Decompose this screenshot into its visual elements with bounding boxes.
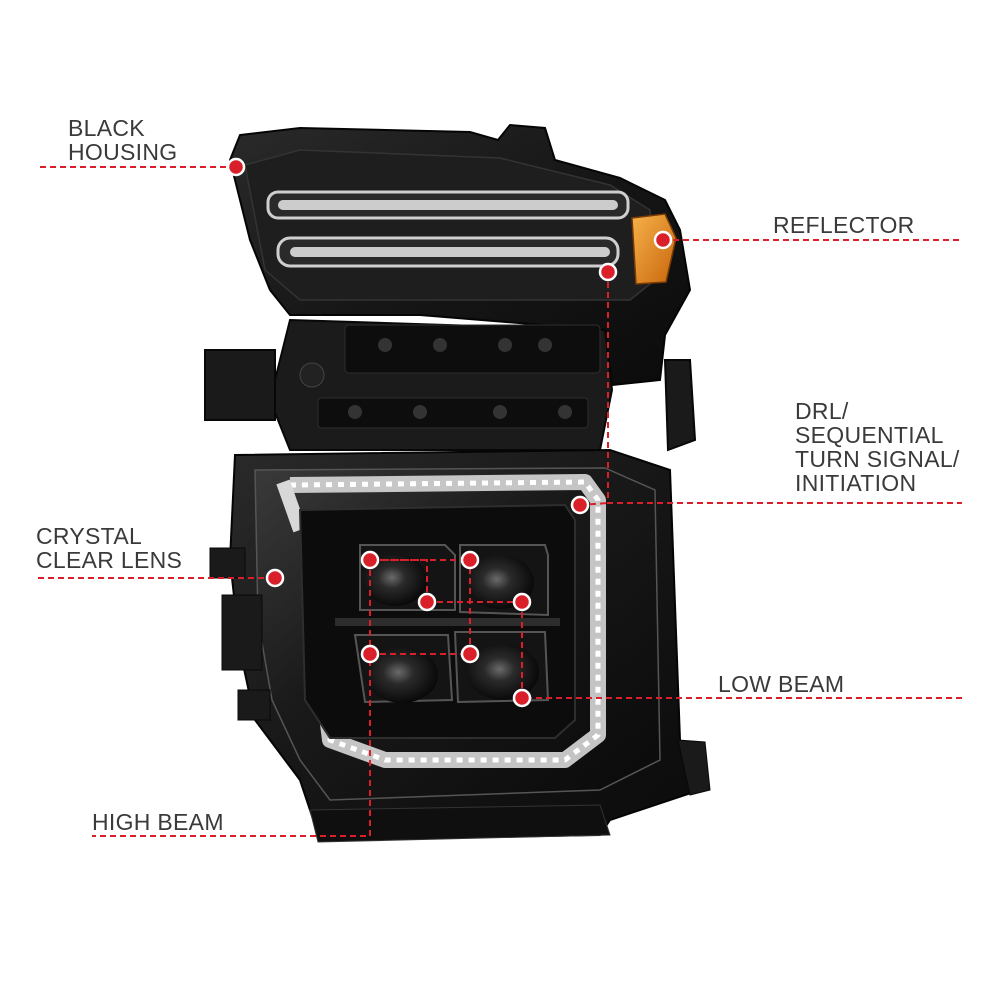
red-dot-icon bbox=[360, 644, 380, 664]
label-line: HOUSING bbox=[68, 139, 178, 165]
red-dot-icon bbox=[570, 495, 590, 515]
red-dot-icon bbox=[460, 550, 480, 570]
red-dot-icon bbox=[417, 592, 437, 612]
mounting-bracket bbox=[204, 318, 697, 452]
red-dot-icon bbox=[512, 688, 532, 708]
label-line: REFLECTOR bbox=[773, 212, 915, 238]
projector-cluster bbox=[298, 503, 576, 739]
label-line: TURN SIGNAL/ bbox=[795, 446, 960, 472]
label-line: INITIATION bbox=[795, 470, 917, 496]
red-dot-icon bbox=[460, 644, 480, 664]
red-dot-icon bbox=[265, 568, 285, 588]
red-dot-icon bbox=[598, 262, 618, 282]
label-line: HIGH BEAM bbox=[92, 809, 224, 835]
leader-drl bbox=[607, 272, 962, 504]
label-line: BLACK bbox=[68, 115, 145, 141]
label-line: DRL/ bbox=[795, 398, 849, 424]
label-reflector: REFLECTOR bbox=[773, 213, 915, 237]
label-high-beam: HIGH BEAM bbox=[92, 810, 224, 834]
label-line: CLEAR LENS bbox=[36, 547, 183, 573]
red-dot-icon bbox=[226, 157, 246, 177]
red-dot-icon bbox=[360, 550, 380, 570]
label-low-beam: LOW BEAM bbox=[718, 672, 844, 696]
label-line: LOW BEAM bbox=[718, 671, 845, 697]
upper-housing bbox=[228, 123, 692, 387]
drl-light-bar bbox=[276, 474, 606, 768]
red-dot-icon bbox=[512, 592, 532, 612]
label-black-housing: BLACK HOUSING bbox=[68, 116, 177, 164]
label-line: SEQUENTIAL bbox=[795, 422, 944, 448]
label-drl: DRL/ SEQUENTIAL TURN SIGNAL/ INITIATION bbox=[795, 399, 960, 495]
label-line: CRYSTAL bbox=[36, 523, 143, 549]
leader-low-beam-v bbox=[370, 559, 428, 602]
red-dot-icon bbox=[653, 230, 673, 250]
callout-markers bbox=[226, 157, 673, 708]
label-crystal-clear-lens: CRYSTAL CLEAR LENS bbox=[36, 524, 182, 572]
